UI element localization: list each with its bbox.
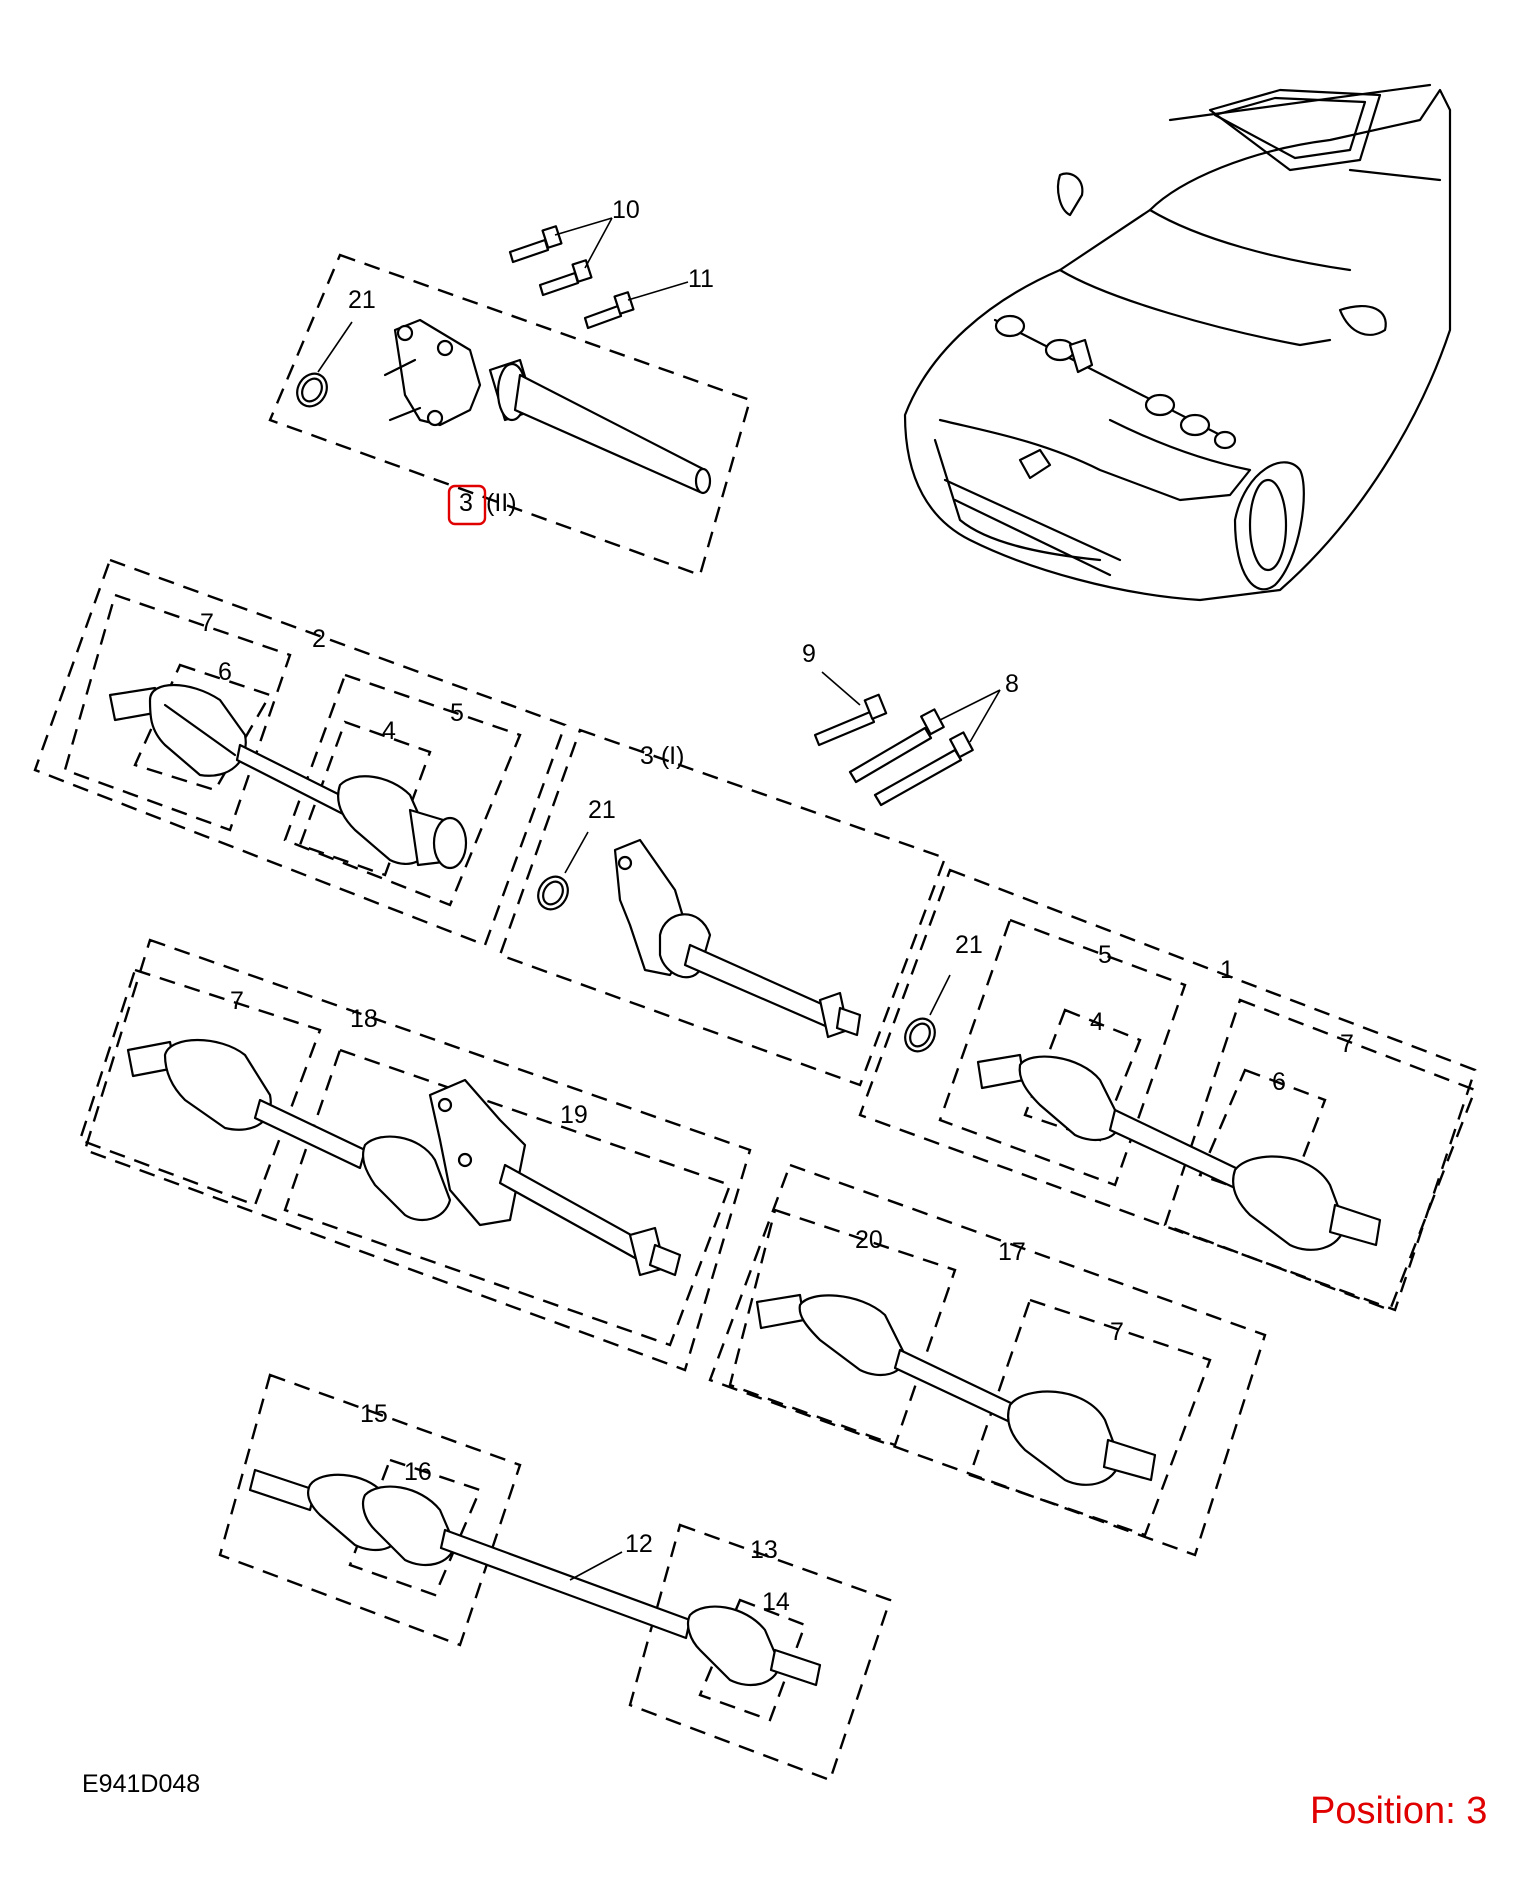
group-box-19 bbox=[283, 1048, 732, 1347]
group-box-7-right bbox=[1163, 998, 1477, 1312]
callout-5-right[interactable]: 5 bbox=[1098, 941, 1112, 969]
assembly-group-3-i bbox=[498, 671, 1001, 1087]
bolt-8-lower bbox=[873, 731, 974, 807]
callout-12[interactable]: 12 bbox=[625, 1530, 653, 1558]
callout-labels: 10 11 21 3 (II) 2 7 6 5 4 9 8 3 (I) 21 7… bbox=[200, 196, 1354, 1616]
callout-13[interactable]: 13 bbox=[750, 1536, 778, 1564]
group-box-7-bottom-right bbox=[968, 1298, 1212, 1537]
group-box-3-ii bbox=[268, 253, 752, 577]
bolt-9 bbox=[813, 693, 888, 747]
callout-5-upper-left[interactable]: 5 bbox=[450, 699, 464, 727]
assembly-group-15-12-13 bbox=[218, 1373, 892, 1782]
callout-6-right[interactable]: 6 bbox=[1272, 1068, 1286, 1096]
callout-16[interactable]: 16 bbox=[404, 1458, 432, 1486]
group-box-15 bbox=[218, 1373, 522, 1647]
callout-7-left[interactable]: 7 bbox=[230, 987, 244, 1015]
assembly-group-1 bbox=[858, 868, 1477, 1312]
group-box-14 bbox=[698, 1598, 807, 1722]
callout-21-center[interactable]: 21 bbox=[588, 796, 616, 824]
callout-20[interactable]: 20 bbox=[855, 1226, 883, 1254]
group-box-5-right bbox=[938, 918, 1187, 1187]
bolt-11 bbox=[583, 291, 635, 330]
callout-10[interactable]: 10 bbox=[612, 196, 640, 224]
callout-7-right[interactable]: 7 bbox=[1340, 1030, 1354, 1058]
callout-21-top[interactable]: 21 bbox=[348, 286, 376, 314]
bolt-10-upper bbox=[508, 225, 563, 264]
callout-3-i[interactable]: 3 (I) bbox=[640, 742, 684, 770]
group-box-17 bbox=[708, 1163, 1267, 1557]
assembly-group-18 bbox=[78, 938, 752, 1372]
callout-19[interactable]: 19 bbox=[560, 1101, 588, 1129]
callout-15[interactable]: 15 bbox=[360, 1400, 388, 1428]
group-box-13 bbox=[628, 1523, 892, 1782]
drawing-code: E941D048 bbox=[82, 1770, 201, 1798]
callout-4-right[interactable]: 4 bbox=[1090, 1008, 1104, 1036]
assembly-group-17 bbox=[708, 1163, 1267, 1557]
callout-21-right[interactable]: 21 bbox=[955, 931, 983, 959]
group-box-2 bbox=[33, 558, 567, 947]
assembly-group-2 bbox=[33, 558, 567, 947]
callout-7-bottom-right[interactable]: 7 bbox=[1110, 1318, 1124, 1346]
group-box-7-left bbox=[78, 968, 322, 1207]
vehicle-illustration bbox=[903, 83, 1452, 602]
callout-4-upper-left[interactable]: 4 bbox=[382, 717, 396, 745]
position-label: Position: 3 bbox=[1310, 1790, 1488, 1832]
assembly-group-3-ii bbox=[268, 217, 752, 577]
group-box-1 bbox=[858, 868, 1477, 1312]
callout-7-upper-left[interactable]: 7 bbox=[200, 609, 214, 637]
group-box-7-upper-left bbox=[63, 593, 292, 832]
callout-1[interactable]: 1 bbox=[1220, 956, 1234, 984]
group-box-18 bbox=[83, 938, 752, 1372]
callout-18[interactable]: 18 bbox=[350, 1005, 378, 1033]
callout-6-upper-left[interactable]: 6 bbox=[218, 658, 232, 686]
group-box-16 bbox=[348, 1458, 482, 1597]
callout-14[interactable]: 14 bbox=[762, 1588, 790, 1616]
callout-3-ii-suffix: (II) bbox=[486, 489, 517, 517]
callout-8[interactable]: 8 bbox=[1005, 670, 1019, 698]
group-box-20 bbox=[728, 1208, 957, 1447]
bolt-10-lower bbox=[538, 259, 593, 297]
callout-17[interactable]: 17 bbox=[998, 1238, 1026, 1266]
callout-9[interactable]: 9 bbox=[802, 640, 816, 668]
group-box-3-i bbox=[498, 728, 947, 1087]
bolt-8-upper bbox=[848, 708, 945, 784]
highlight-box-position-3 bbox=[447, 484, 487, 526]
group-box-6-upper-left bbox=[133, 663, 272, 792]
callout-2[interactable]: 2 bbox=[312, 625, 326, 653]
group-box-4-upper-left bbox=[298, 720, 432, 877]
callout-3-ii-number[interactable]: 3 bbox=[459, 489, 473, 517]
callout-11[interactable]: 11 bbox=[688, 265, 714, 293]
